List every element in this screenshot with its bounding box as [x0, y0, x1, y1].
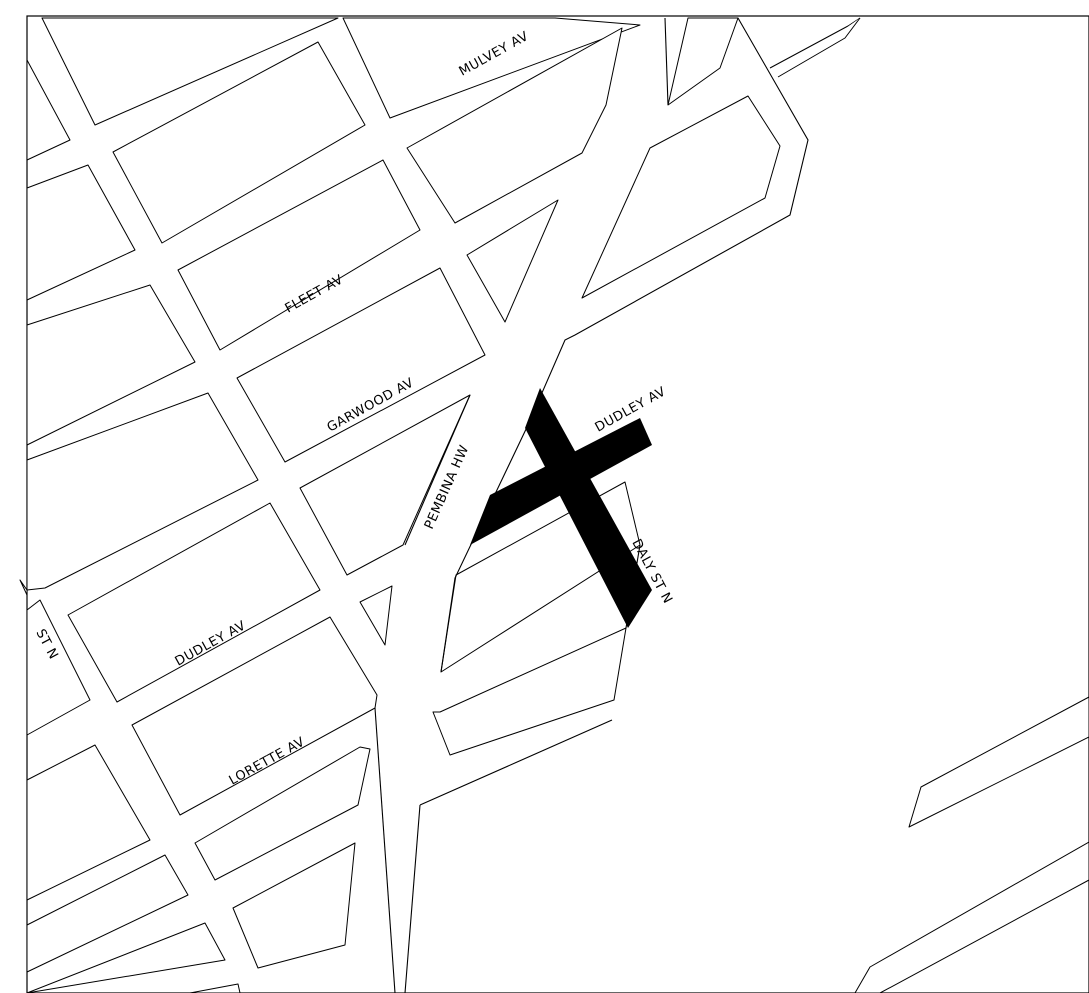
highlighted-intersection[interactable]: [470, 388, 652, 628]
block: [26, 392, 259, 591]
block-edge: [769, 17, 861, 69]
block: [26, 599, 91, 736]
corridor-connector: [419, 719, 613, 806]
highlighted-street-daly: [525, 388, 652, 628]
block: [26, 744, 151, 901]
city-blocks: [19, 17, 641, 993]
block: [432, 627, 627, 756]
corridor-west-edge: [404, 394, 471, 546]
corridor-east-edge: [440, 17, 809, 673]
block: [299, 394, 471, 576]
corridor-east-south: [404, 804, 421, 993]
block: [232, 842, 356, 969]
block: [189, 983, 241, 993]
block: [67, 502, 321, 703]
block: [131, 616, 378, 816]
block: [177, 159, 421, 351]
block: [26, 854, 189, 973]
block: [194, 746, 371, 881]
block-edge: [777, 17, 861, 78]
block: [26, 922, 226, 993]
block: [406, 27, 623, 224]
block: [112, 41, 366, 244]
block: [581, 95, 781, 299]
block: [908, 696, 1089, 828]
block: [41, 17, 339, 126]
block: [854, 841, 1089, 993]
block: [236, 267, 486, 463]
block: [466, 199, 559, 323]
corridor-top: [664, 17, 669, 106]
block: [19, 579, 28, 596]
block: [667, 17, 739, 106]
block: [26, 284, 196, 446]
block: [342, 17, 641, 119]
block: [359, 585, 393, 646]
block: [26, 164, 136, 301]
corridor-west-lower: [374, 707, 396, 993]
block: [26, 59, 71, 161]
